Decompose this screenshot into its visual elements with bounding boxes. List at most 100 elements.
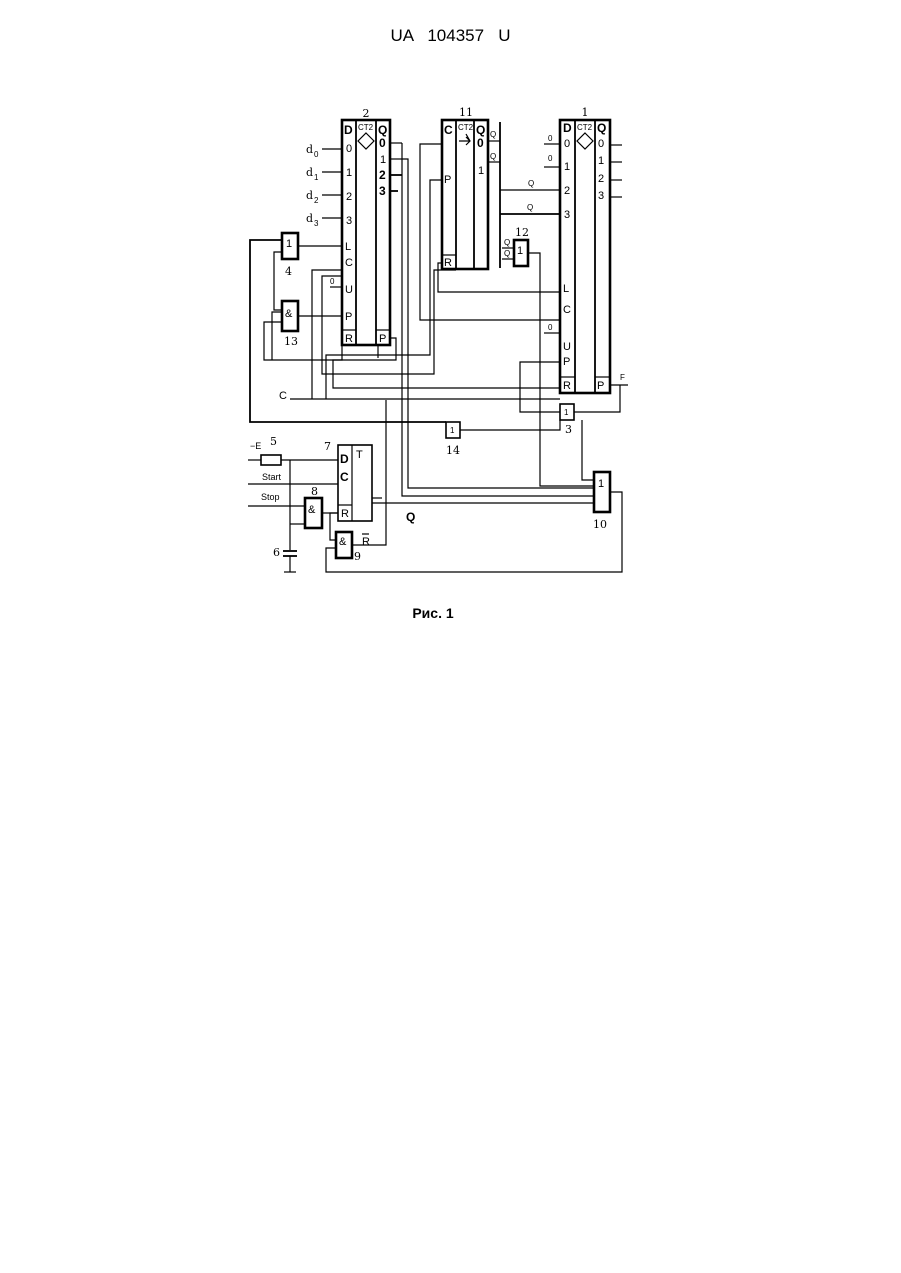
counter-11-out-1: 1: [478, 165, 484, 177]
power-label: −E: [250, 441, 261, 451]
trigger-7-ref: 7: [324, 440, 331, 453]
counter-2-out-0: 0: [379, 136, 386, 150]
start-label: Start: [262, 472, 282, 482]
gate-3: 1 3: [560, 404, 574, 436]
trigger-7-d-label: D: [340, 452, 349, 466]
counter-1-pd-label: P: [597, 380, 604, 392]
output-f-label: F: [620, 373, 625, 382]
counter-1-in-2: 2: [564, 185, 570, 197]
counter-2-c-label: C: [345, 257, 353, 269]
counter-11-c-label: C: [444, 123, 453, 137]
trigger-7-r-label: R: [341, 508, 349, 520]
counter-1-u-label: U: [563, 341, 571, 353]
counter-2: 2 CT2 D Q 0 1 2 3 0 1 2 3 L C U P R P d …: [306, 107, 402, 345]
input-d1: d: [306, 166, 313, 179]
gate-10: 1 10: [593, 472, 610, 531]
counter-2-r-label: R: [345, 333, 353, 345]
resistor-5-icon: [261, 455, 281, 465]
gate-13-symbol: &: [285, 308, 293, 320]
counter-1-zero-u: 0: [548, 323, 553, 332]
gate-14-ref: 14: [446, 444, 460, 457]
counter-11-r-label: R: [444, 257, 452, 269]
gate-4-symbol: 1: [286, 238, 292, 250]
counter-11-q0-tag: Q: [490, 130, 496, 139]
counter-2-ref: 2: [363, 107, 370, 120]
clock-input-label: C: [279, 390, 287, 402]
output-q-label: Q: [406, 510, 415, 524]
figure-caption: Рис. 1: [0, 605, 866, 621]
counter-11-out-0: 0: [477, 136, 484, 150]
counter-1-out-3: 3: [598, 190, 604, 202]
gate-12-symbol: 1: [517, 245, 523, 257]
trigger-7-c-label: C: [340, 470, 349, 484]
gate-12-ref: 12: [515, 226, 529, 239]
input-d2-sub: 2: [314, 196, 319, 205]
gate-10-symbol: 1: [598, 478, 604, 490]
counter-1-in-0: 0: [564, 138, 570, 150]
counter-2-l-label: L: [345, 241, 351, 253]
counter-1-d-label: D: [563, 121, 572, 135]
gate-8: & 8: [305, 485, 322, 528]
counter-2-zero-in: 0: [330, 277, 335, 286]
input-d3-sub: 3: [314, 219, 319, 228]
counter-11-q-label: Q: [476, 123, 485, 137]
counter-2-type: CT2: [358, 123, 374, 132]
gate-12-in0: Q: [504, 238, 510, 247]
gate-4-ref: 4: [285, 265, 292, 278]
counter-2-u-label: U: [345, 284, 353, 296]
counter-2-in-2: 2: [346, 191, 352, 203]
counter-2-out-1: 1: [380, 154, 386, 166]
input-stage: −E 5 Start Stop 6 C Q R F: [248, 373, 625, 572]
counter-1-q-label: Q: [597, 121, 606, 135]
gate-9-ref: 9: [354, 550, 361, 563]
counter-11-q1-tag: Q: [490, 152, 496, 161]
counter-11-ref: 11: [459, 106, 473, 119]
counter-2-q-label: Q: [378, 123, 387, 137]
counter-1-in-1: 1: [564, 161, 570, 173]
counter-2-in-1: 1: [346, 167, 352, 179]
counter-1-out-0: 0: [598, 138, 604, 150]
gate-4: 1 4: [282, 233, 298, 278]
input-d1-sub: 1: [314, 173, 319, 182]
counter-1-zero-1: 0: [548, 154, 553, 163]
counter-1-q0-sig: Q: [527, 203, 533, 212]
counter-1-c-label: C: [563, 304, 571, 316]
gate-14-symbol: 1: [450, 426, 455, 435]
counter-2-in-3: 3: [346, 215, 352, 227]
input-d2: d: [306, 189, 313, 202]
gate-8-ref: 8: [311, 485, 318, 498]
counter-1-out-2: 2: [598, 173, 604, 185]
counter-1-out-1: 1: [598, 155, 604, 167]
counter-1-r-label: R: [563, 380, 571, 392]
counter-11: 11 CT2 C P R Q 0 1 Q Q: [442, 106, 500, 269]
resistor-ref: 5: [270, 435, 277, 448]
counter-1-type: CT2: [577, 123, 593, 132]
counter-2-in-0: 0: [346, 143, 352, 155]
gate-12: 1 12 Q Q: [502, 226, 529, 266]
input-d0-sub: 0: [314, 150, 319, 159]
capacitor-ref: 6: [273, 546, 280, 559]
counter-1-l-label: L: [563, 283, 569, 295]
counter-2-out-3: 3: [379, 184, 386, 198]
counter-1-zero-0: 0: [548, 134, 553, 143]
counter-1-ref: 1: [582, 106, 589, 119]
counter-2-out-2: 2: [379, 168, 386, 182]
gate-12-in1: Q: [504, 249, 510, 258]
gate-10-ref: 10: [593, 518, 607, 531]
input-d0: d: [306, 143, 313, 156]
gate-9-symbol: &: [339, 536, 347, 548]
counter-2-d-label: D: [344, 123, 353, 137]
gate-3-symbol: 1: [564, 408, 569, 417]
counter-2-pd-label: P: [379, 333, 386, 345]
counter-11-type: CT2: [458, 123, 474, 132]
trigger-7: 7 T D C R: [324, 440, 372, 521]
gate-13-ref: 13: [284, 335, 298, 348]
counter-1-p0-label: P: [563, 356, 570, 368]
counter-1-in-3: 3: [564, 209, 570, 221]
output-rbar-label: R: [362, 536, 370, 548]
counter-11-p-label: P: [444, 174, 451, 186]
counter-2-p0-label: P: [345, 311, 352, 323]
counter-1-q1-sig: Q: [528, 179, 534, 188]
trigger-7-type: T: [356, 449, 363, 461]
